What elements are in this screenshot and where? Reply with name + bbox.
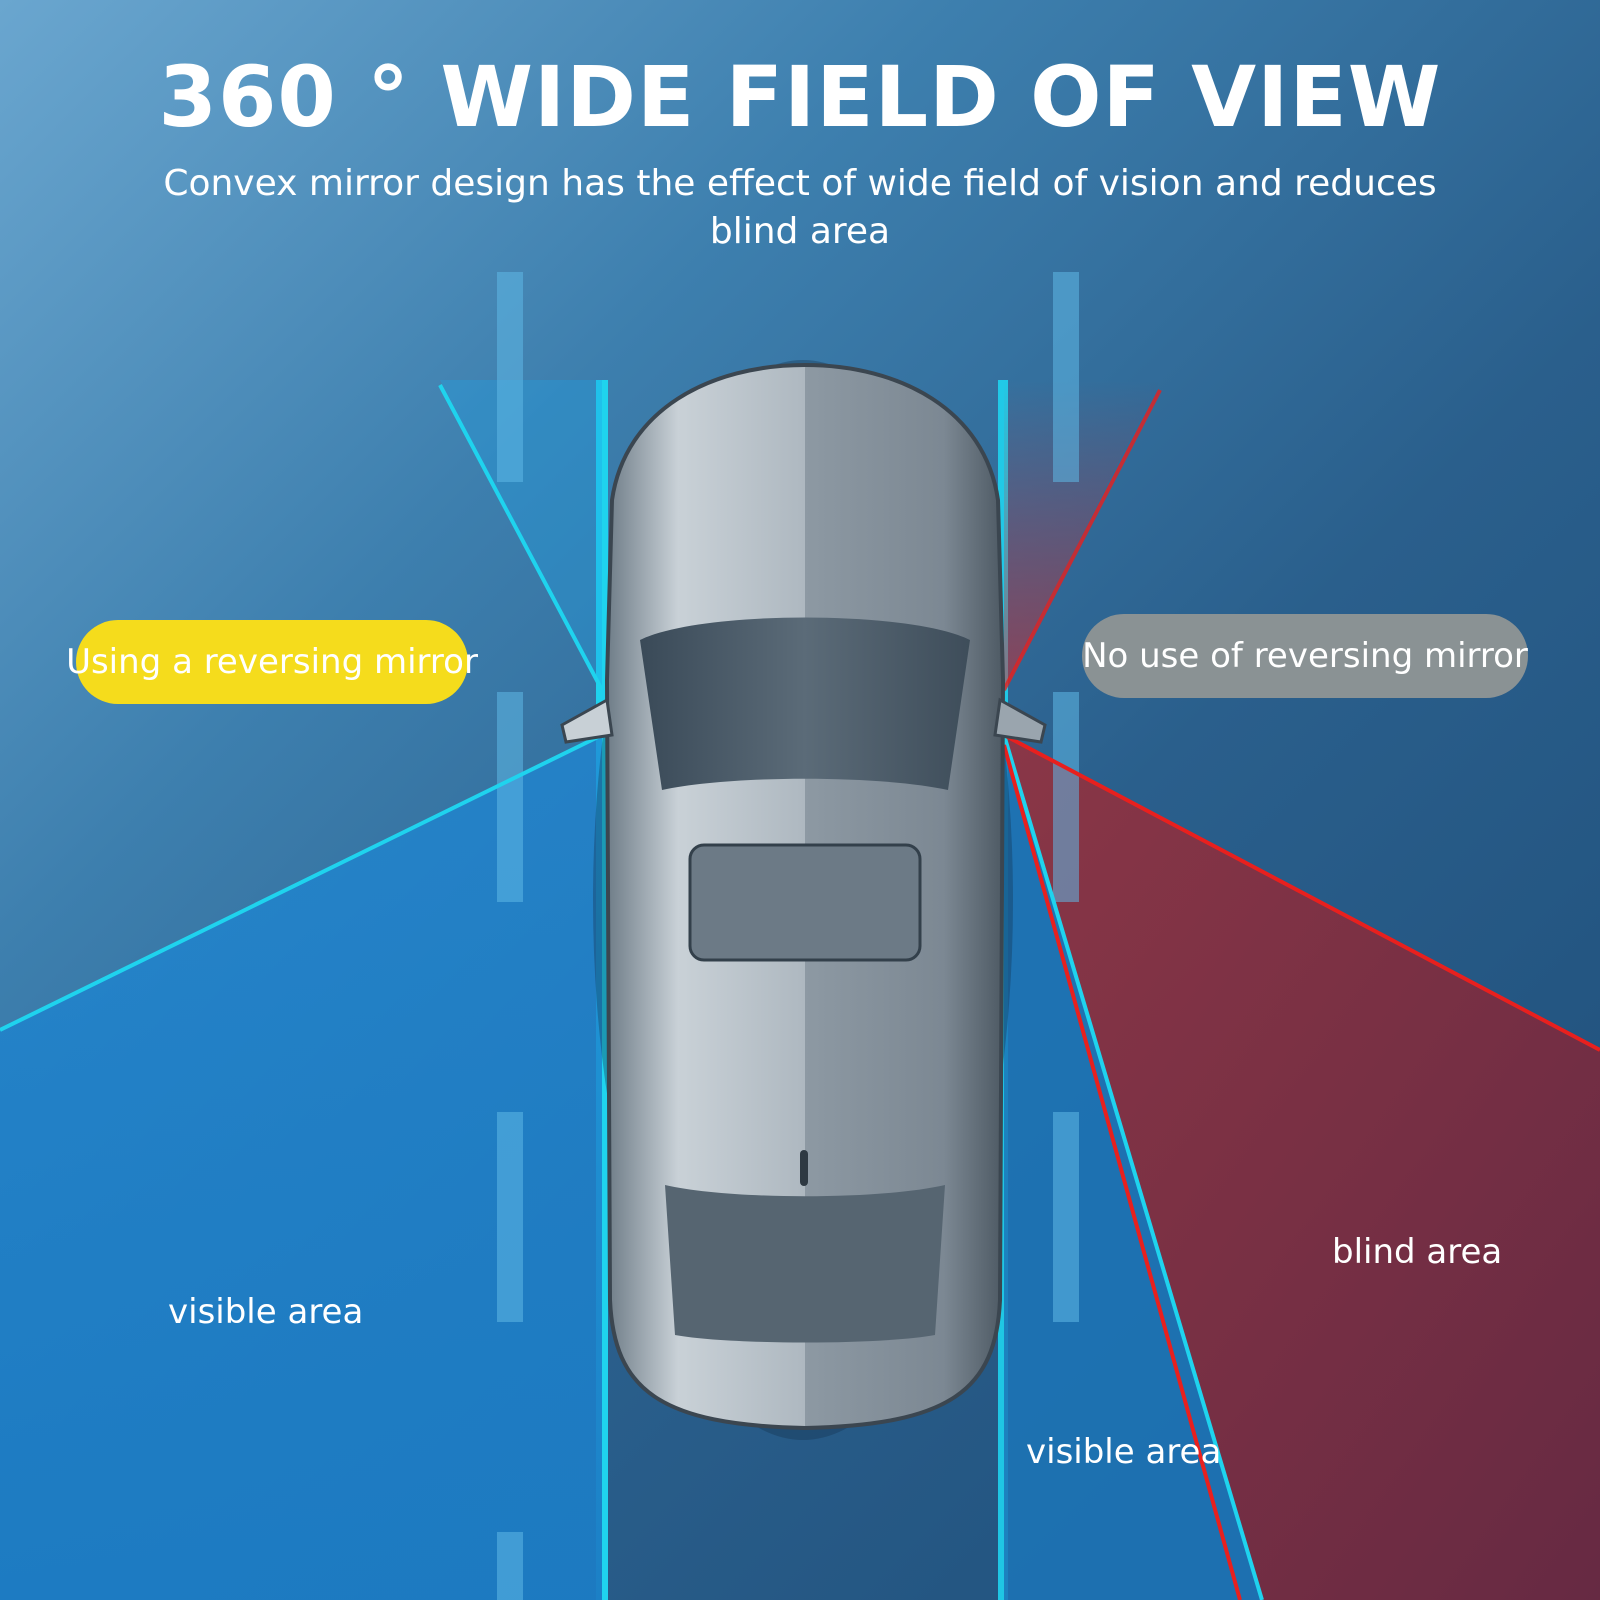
- blind-area-label: blind area: [1332, 1232, 1503, 1272]
- lane-dash: [497, 272, 523, 482]
- right-sight-line-far: [1003, 733, 1600, 1052]
- page-subtitle: Convex mirror design has the effect of w…: [163, 163, 1437, 252]
- right-blind-zone: [1004, 735, 1600, 1600]
- car-top-view: [560, 360, 1047, 1440]
- left-visible-area-label: visible area: [168, 1292, 364, 1332]
- lane-dash: [1053, 1112, 1079, 1322]
- car-rear-window: [665, 1185, 945, 1343]
- lane-dash: [497, 1532, 523, 1600]
- with-mirror-badge: Using a reversing mirror: [66, 620, 478, 704]
- without-mirror-badge: No use of reversing mirror: [1082, 614, 1528, 698]
- lane-markers: [497, 272, 1079, 1600]
- car-mirror-right: [993, 697, 1047, 744]
- left-sight-line-upper: [438, 384, 604, 691]
- right-sight-line-blind: [1002, 744, 1242, 1600]
- left-visible-zone: [0, 735, 602, 1600]
- lane-dash: [1053, 692, 1079, 902]
- car-sunroof: [688, 843, 922, 962]
- car-windshield: [640, 617, 970, 790]
- left-sight-line-lower: [0, 733, 603, 1032]
- right-sight-line-upper: [1002, 389, 1162, 691]
- lane-dash: [1053, 272, 1079, 482]
- right-sight-line-visible: [1002, 734, 1264, 1600]
- car-antenna: [800, 1150, 808, 1186]
- lane-dash: [497, 1112, 523, 1322]
- right-visible-area-label: visible area: [1026, 1432, 1222, 1472]
- page-title: 360 ° WIDE FIELD OF VIEW: [158, 48, 1442, 146]
- lane-dash: [497, 692, 523, 902]
- car-mirror-left: [560, 697, 614, 744]
